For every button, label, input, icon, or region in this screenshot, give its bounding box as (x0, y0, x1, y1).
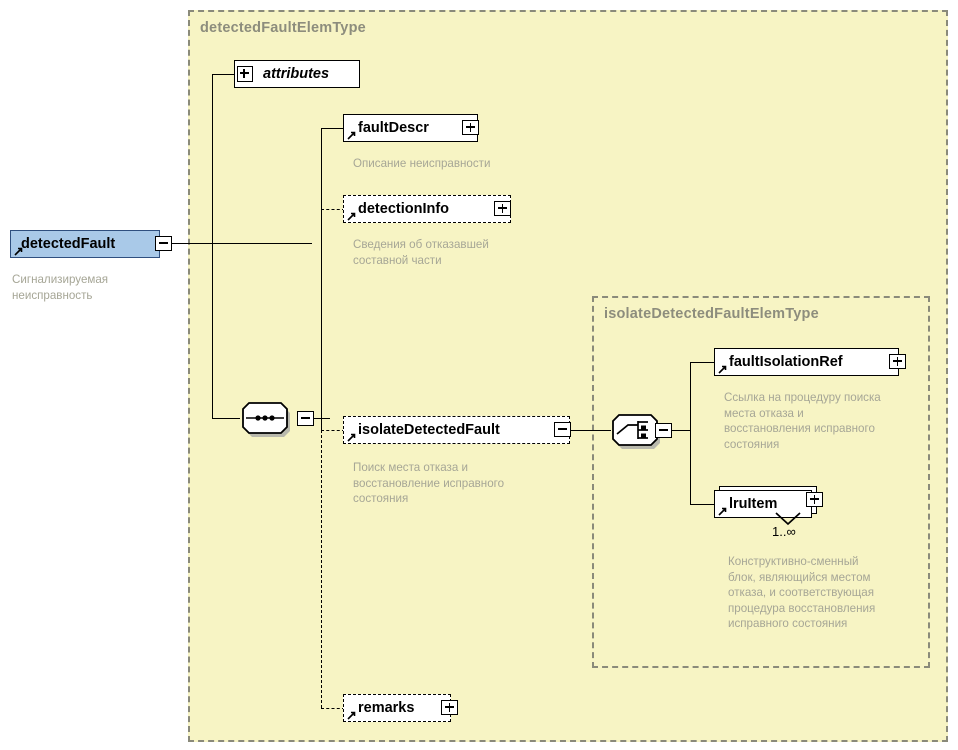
connector-to-isolateDetectedFault (321, 430, 345, 431)
element-detectionInfo-expander[interactable] (494, 201, 511, 216)
element-remarks-expander[interactable] (441, 700, 458, 715)
reference-arrow-icon (347, 711, 356, 720)
element-detectionInfo-label: detectionInfo (358, 200, 450, 217)
element-faultIsolationRef-expander[interactable] (889, 354, 906, 369)
reference-arrow-icon (14, 247, 23, 256)
connector-to-faultDescr (321, 128, 345, 129)
element-detectionInfo[interactable]: detectionInfo (343, 195, 514, 227)
outer-type-panel (188, 10, 948, 742)
inner-type-panel-title: isolateDetectedFaultElemType (604, 306, 819, 322)
reference-arrow-icon (347, 131, 356, 140)
element-lruItem-expander[interactable] (806, 492, 823, 507)
choice-compositor-expander[interactable] (655, 423, 672, 438)
reference-arrow-icon (347, 212, 356, 221)
choice-compositor-icon (608, 413, 668, 449)
sequence-compositor-expander[interactable] (297, 411, 314, 426)
connector-choice-to-spine3 (672, 430, 690, 431)
element-detectedFault-expander[interactable] (155, 236, 172, 251)
attributes-label: attributes (263, 65, 330, 82)
element-isolateDetectedFault-description: Поиск места отказа и восстановление испр… (353, 461, 505, 505)
reference-arrow-icon (347, 433, 356, 442)
element-isolateDetectedFault-label: isolateDetectedFault (358, 421, 500, 438)
connector-isolate-to-choice (571, 430, 611, 431)
lruItem-repeat-chevron-icon (775, 512, 801, 531)
element-remarks-label: remarks (358, 699, 415, 716)
element-detectedFault[interactable]: detectedFault (10, 230, 163, 262)
connector-spine-level2-dashed (321, 430, 322, 708)
element-faultIsolationRef-label: faultIsolationRef (729, 353, 843, 370)
reference-arrow-icon (718, 365, 727, 374)
connector-to-lruItem (690, 504, 716, 505)
element-faultIsolationRef[interactable]: faultIsolationRef (714, 348, 902, 380)
connector-root-to-hub (172, 243, 312, 244)
connector-spine-level2-solid (321, 128, 322, 430)
element-faultDescr-label: faultDescr (358, 119, 429, 136)
element-lruItem-label: lruItem (729, 495, 778, 512)
element-faultDescr-description: Описание неисправности (353, 157, 491, 170)
element-isolateDetectedFault-expander[interactable] (554, 422, 571, 437)
attributes-expander-icon[interactable] (237, 66, 253, 82)
element-detectionInfo-description: Сведения об отказавшей составной части (353, 238, 489, 267)
connector-to-sequence (212, 418, 240, 419)
inner-type-panel (592, 296, 930, 668)
connector-to-faultIsolationRef (690, 362, 716, 363)
connector-spine-level1 (212, 74, 213, 419)
connector-to-remarks (321, 708, 345, 709)
element-lruItem-multiplicity: 1..∞ (772, 524, 796, 539)
sequence-compositor-icon (238, 401, 298, 437)
element-detectedFault-description: Сигнализируемая неисправность (12, 273, 109, 302)
connector-sequence-to-spine2 (314, 418, 330, 419)
reference-arrow-icon (718, 507, 727, 516)
element-faultDescr-expander[interactable] (462, 120, 479, 135)
element-faultIsolationRef-description: Ссылка на процедуру поиска места отказа … (724, 391, 881, 451)
connector-spine-level3 (690, 362, 691, 504)
element-lruItem-description: Конструктивно-сменный блок, являющийся м… (728, 555, 876, 630)
element-isolateDetectedFault[interactable]: isolateDetectedFault (343, 416, 573, 448)
element-remarks[interactable]: remarks (343, 694, 454, 726)
connector-to-detectionInfo (321, 209, 345, 210)
element-faultDescr[interactable]: faultDescr (343, 114, 481, 146)
element-detectedFault-label: detectedFault (21, 235, 116, 252)
attributes-node[interactable]: attributes (234, 60, 360, 88)
outer-type-panel-title: detectedFaultElemType (200, 20, 366, 36)
connector-to-attributes (212, 74, 234, 75)
